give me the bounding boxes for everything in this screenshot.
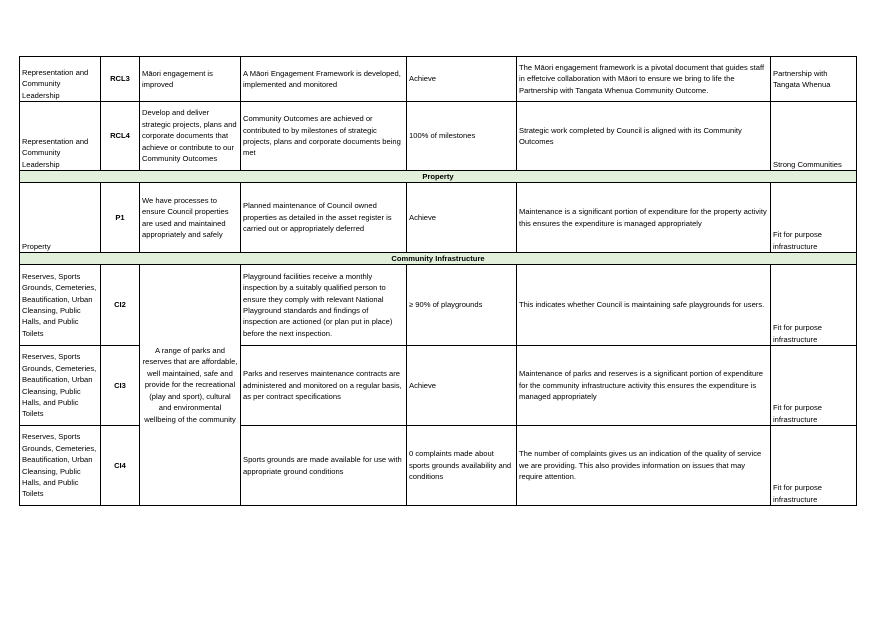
measure-cell: Parks and reserves maintenance contracts… — [240, 345, 407, 426]
activity-cell: Reserves, Sports Grounds, Cemeteries, Be… — [19, 425, 101, 506]
target-cell: ≥ 90% of playgrounds — [406, 264, 517, 346]
community-outcome-cell: Partnership with Tangata Whenua — [770, 56, 857, 102]
rationale-cell: Maintenance of parks and reserves is a s… — [516, 345, 771, 426]
activity-cell: Representation and Community Leadership — [19, 56, 101, 102]
measure-code-cell: P1 — [100, 182, 140, 253]
rationale-cell: This indicates whether Council is mainta… — [516, 264, 771, 346]
section-title: Property — [19, 170, 857, 183]
target-cell: 0 complaints made about sports grounds a… — [406, 425, 517, 506]
objective-cell: We have processes to ensure Council prop… — [139, 182, 241, 253]
activity-cell: Representation and Community Leadership — [19, 101, 101, 171]
table-row: Property P1 We have processes to ensure … — [19, 182, 857, 253]
measure-code-cell: RCL3 — [100, 56, 140, 102]
measure-cell: A Māori Engagement Framework is develope… — [240, 56, 407, 102]
measure-code-cell: CI3 — [100, 345, 140, 426]
target-cell: Achieve — [406, 345, 517, 426]
measure-code-cell: CI4 — [100, 425, 140, 506]
table-row: Reserves, Sports Grounds, Cemeteries, Be… — [19, 425, 857, 506]
activity-cell: Reserves, Sports Grounds, Cemeteries, Be… — [19, 345, 101, 426]
rationale-cell: Maintenance is a significant portion of … — [516, 182, 771, 253]
measure-cell: Sports grounds are made available for us… — [240, 425, 407, 506]
rationale-cell: The Māori engagement framework is a pivo… — [516, 56, 771, 102]
table-row: Reserves, Sports Grounds, Cemeteries, Be… — [19, 264, 857, 506]
objective-cell: Māori engagement is improved — [139, 56, 241, 102]
section-header-row: Community Infrastructure — [19, 252, 857, 265]
performance-measures-table: Representation and Community Leadership … — [19, 56, 857, 506]
activity-cell: Property — [19, 182, 101, 253]
community-outcome-cell: Fit for purpose infrastructure — [770, 345, 857, 426]
measure-code-cell: CI2 — [100, 264, 140, 346]
section-header-row: Property — [19, 170, 857, 183]
target-cell: Achieve — [406, 56, 517, 102]
target-cell: 100% of milestones — [406, 101, 517, 171]
rationale-cell: The number of complaints gives us an ind… — [516, 425, 771, 506]
community-outcome-cell: Fit for purpose infrastructure — [770, 264, 857, 346]
section-title: Community Infrastructure — [19, 252, 857, 265]
table-row: Reserves, Sports Grounds, Cemeteries, Be… — [19, 345, 857, 426]
target-cell: Achieve — [406, 182, 517, 253]
community-outcome-cell: Fit for purpose infrastructure — [770, 425, 857, 506]
objective-cell: A range of parks and reserves that are a… — [139, 264, 241, 506]
community-outcome-cell: Fit for purpose infrastructure — [770, 182, 857, 253]
measure-code-cell: RCL4 — [100, 101, 140, 171]
measure-cell: Planned maintenance of Council owned pro… — [240, 182, 407, 253]
rationale-cell: Strategic work completed by Council is a… — [516, 101, 771, 171]
community-outcome-cell: Strong Communities — [770, 101, 857, 171]
objective-cell: Develop and deliver strategic projects, … — [139, 101, 241, 171]
table-row: Representation and Community Leadership … — [19, 56, 857, 102]
measure-cell: Community Outcomes are achieved or contr… — [240, 101, 407, 171]
activity-cell: Reserves, Sports Grounds, Cemeteries, Be… — [19, 264, 101, 346]
measure-cell: Playground facilities receive a monthly … — [240, 264, 407, 346]
table-row: Representation and Community Leadership … — [19, 101, 857, 171]
